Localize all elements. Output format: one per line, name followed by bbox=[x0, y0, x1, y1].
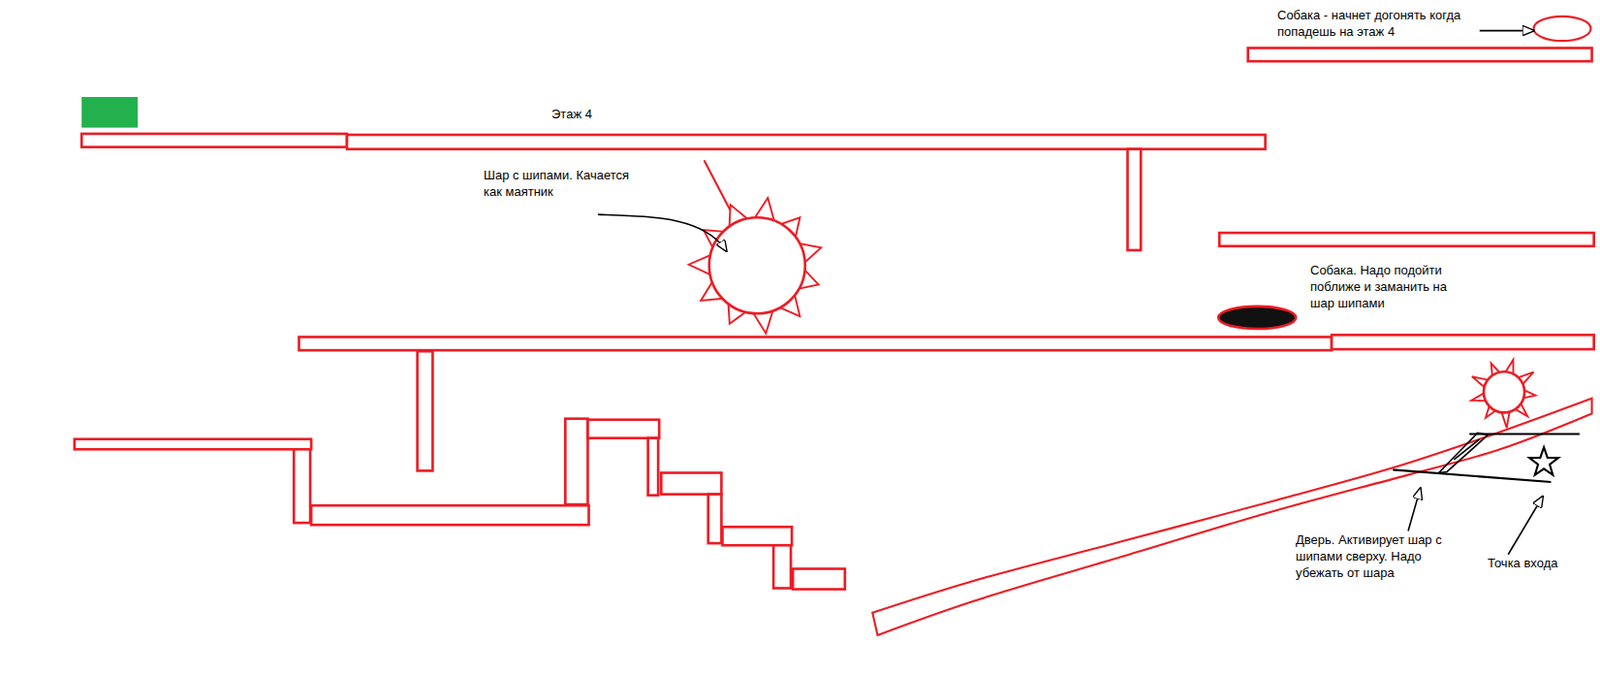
level-step bbox=[792, 567, 846, 589]
leader-line bbox=[1408, 487, 1421, 531]
leader-line bbox=[597, 214, 727, 251]
level-wall bbox=[293, 448, 311, 523]
level-step bbox=[660, 472, 722, 495]
level-platform bbox=[1219, 232, 1594, 247]
level-wall bbox=[1127, 149, 1141, 251]
spiked-ball bbox=[1471, 359, 1536, 428]
level-platform bbox=[1331, 334, 1595, 349]
level-platform bbox=[81, 133, 347, 148]
annotation-note: Собака - начнет догонять когда попадешь … bbox=[1277, 7, 1472, 41]
level-wall bbox=[708, 494, 722, 544]
level-platform bbox=[74, 439, 312, 450]
spiked-ball bbox=[689, 197, 821, 334]
level-platform bbox=[1248, 47, 1593, 62]
level-step bbox=[721, 526, 792, 545]
level-platform bbox=[299, 336, 1333, 350]
ball-body bbox=[709, 217, 806, 314]
dog bbox=[1218, 306, 1296, 329]
annotation-note: Точка входа bbox=[1487, 555, 1590, 572]
floor-label: Этаж 4 bbox=[551, 106, 633, 124]
level-wall bbox=[648, 438, 659, 496]
level-platform bbox=[346, 134, 1266, 150]
exit-goal bbox=[81, 96, 138, 128]
platforms bbox=[74, 47, 1595, 589]
leader-line bbox=[1479, 30, 1535, 32]
annotation-note: Шар с шипами. Качается как маятник bbox=[483, 167, 637, 201]
leader-line bbox=[1507, 496, 1543, 555]
annotation-note: Собака. Надо подойти поближе и заманить … bbox=[1310, 262, 1464, 313]
ramp bbox=[872, 398, 1592, 635]
entry-star bbox=[1529, 446, 1559, 475]
door bbox=[1439, 432, 1489, 472]
level-step bbox=[587, 419, 659, 439]
level-wall bbox=[564, 418, 588, 504]
level-platform bbox=[311, 504, 589, 525]
door-line bbox=[1392, 469, 1551, 482]
ball-body bbox=[1483, 371, 1525, 412]
level-wall bbox=[773, 544, 791, 588]
dog bbox=[1534, 16, 1592, 41]
level-wall bbox=[417, 350, 434, 471]
annotation-note: Дверь. Активирует шар с шипами сверху. Н… bbox=[1295, 532, 1459, 582]
